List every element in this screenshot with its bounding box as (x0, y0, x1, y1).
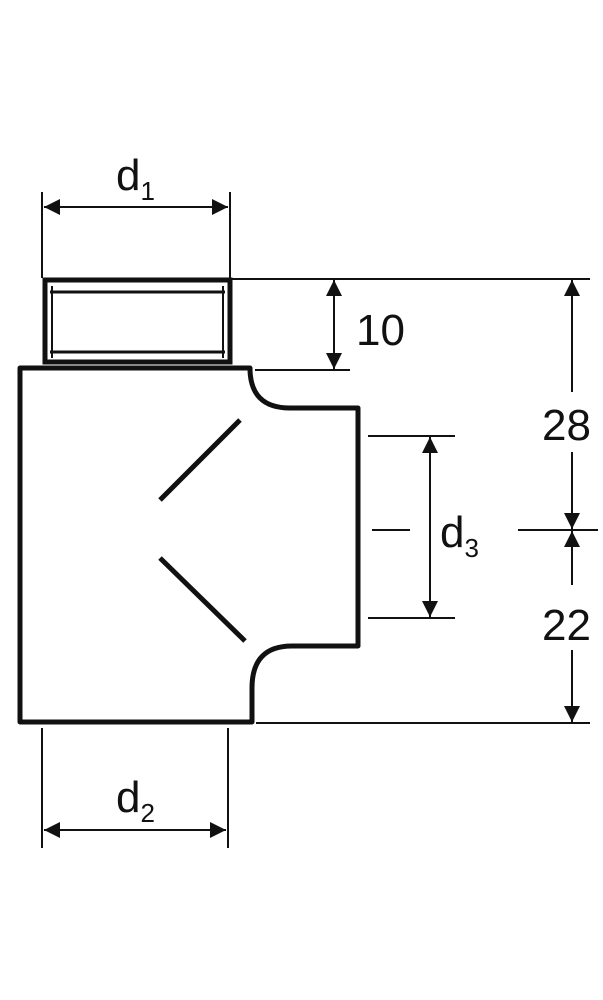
label-d2-index: 2 (140, 798, 154, 828)
label-d3-letter: d (440, 508, 464, 557)
threaded-nipple (42, 277, 233, 365)
extension-lines (41, 192, 598, 848)
label-28: 28 (542, 401, 591, 450)
label-d2: d2 (116, 773, 155, 828)
label-d3-index: 3 (464, 533, 478, 563)
branch-bore-lower (158, 556, 247, 643)
label-d1-letter: d (116, 151, 140, 200)
branch-bore-upper (158, 418, 242, 502)
fitting-body (17, 277, 361, 725)
label-d2-letter: d (116, 773, 140, 822)
label-10: 10 (356, 306, 405, 355)
label-d1-index: 1 (140, 176, 154, 206)
dimension-lines (44, 199, 580, 838)
label-d1: d1 (116, 151, 155, 206)
label-d3: d3 (440, 508, 479, 563)
tee-outline (17, 365, 361, 725)
label-22: 22 (542, 601, 591, 650)
